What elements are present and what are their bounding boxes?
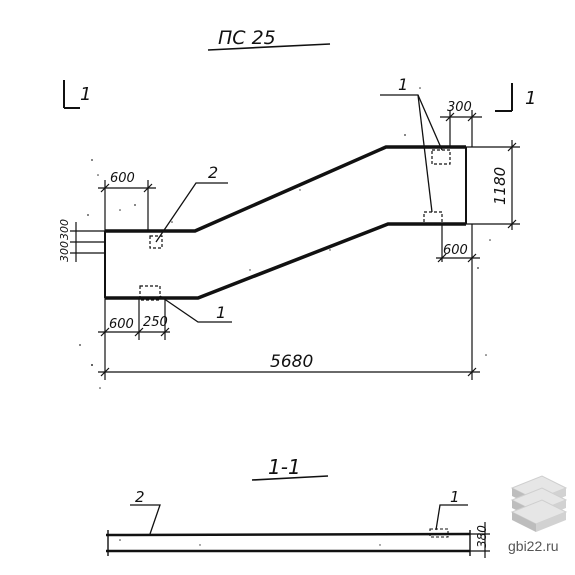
- dim-right-600-label: 600: [443, 243, 468, 258]
- section-mark-left: 1: [63, 80, 91, 109]
- watermark-logo: [510, 475, 568, 532]
- dim-left-300-a-label: 300: [58, 241, 71, 262]
- callout-leaders: [155, 94, 443, 323]
- scan-speckles: [79, 87, 491, 546]
- dim-height-label: 1180: [491, 167, 509, 205]
- dim-right-600: [436, 224, 480, 263]
- section-leaders: [130, 504, 468, 535]
- stair-outline: [104, 145, 467, 300]
- dim-section-thickness-label: 380: [475, 525, 489, 548]
- dim-left-vertical: [70, 222, 105, 262]
- embedded-parts: [139, 149, 451, 301]
- dim-upper-left-600: [98, 180, 156, 231]
- callout-upper-left-label: 2: [208, 163, 218, 182]
- dim-lower-left-250-label: 250: [143, 315, 168, 330]
- dim-top-300: [440, 110, 482, 147]
- section-mark-right: 1: [495, 83, 536, 112]
- dim-left-300-b-label: 300: [58, 219, 71, 240]
- dim-overall-length: [98, 224, 480, 380]
- section-title-underline: [251, 475, 329, 481]
- section-callout-right-label: 1: [450, 488, 460, 506]
- section-mark-right-label: 1: [525, 88, 536, 109]
- section-title: 1-1: [268, 455, 301, 479]
- section-mark-left-label: 1: [80, 84, 91, 105]
- section-slab: [105, 528, 471, 556]
- dim-section-thickness: [470, 522, 490, 558]
- callout-top-right-label: 1: [398, 75, 408, 94]
- watermark-site-text: gbi22.ru: [508, 538, 559, 554]
- dim-lower-left-600-label: 600: [109, 317, 134, 332]
- callout-lower-left-label: 1: [216, 303, 226, 322]
- section-callout-left-label: 2: [135, 488, 145, 506]
- dim-top-300-label: 300: [447, 100, 472, 115]
- drawing-title: ПС 25: [218, 27, 276, 49]
- title-underline: [207, 43, 331, 51]
- dim-upper-left-600-label: 600: [110, 171, 135, 186]
- dim-overall-length-label: 5680: [270, 352, 313, 372]
- dim-height: [466, 140, 520, 230]
- dim-lower-left: [98, 298, 170, 340]
